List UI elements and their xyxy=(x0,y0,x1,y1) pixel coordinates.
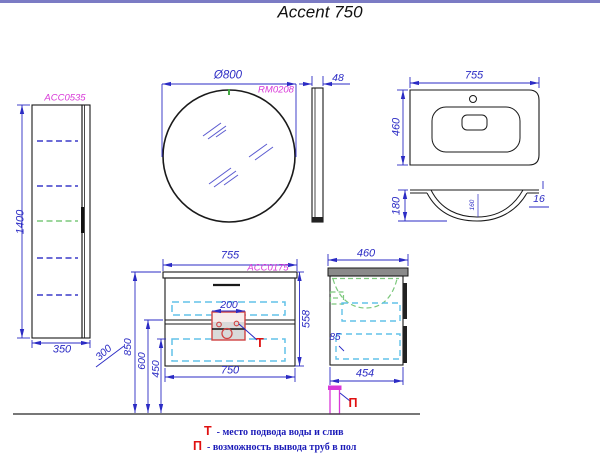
mirror-side-drawing xyxy=(299,76,350,223)
faucet-hole xyxy=(469,95,477,103)
page-title: Accent 750 xyxy=(277,2,363,22)
washbasin-top-dimensions xyxy=(397,77,540,166)
mirror-drawing xyxy=(161,81,297,223)
water-point-marker: Т xyxy=(256,335,264,350)
water-connection-zone xyxy=(211,311,258,341)
tall-cabinet-height-dim: 1400 xyxy=(14,209,27,235)
washbasin-top-drawing xyxy=(397,77,540,166)
tall-cabinet-code: ACC0535 xyxy=(44,92,86,104)
mirror-code: RM0208 xyxy=(258,84,294,96)
tall-cabinet-dimensions xyxy=(17,104,125,368)
washbasin-height-dim: 180 xyxy=(390,196,403,216)
mirror-dimensions xyxy=(161,81,297,157)
floor-pipe-drawing xyxy=(328,385,351,415)
top-border xyxy=(0,0,600,3)
legend-water-text: - место подвода воды и слив xyxy=(216,427,344,438)
shelf-dashed-lines xyxy=(37,140,78,296)
vanity-front-dimensions xyxy=(131,259,304,413)
tall-cabinet-drawing xyxy=(17,104,125,368)
legend-water-symbol: Т xyxy=(204,424,212,438)
legend-water-row: Т - место подвода воды и слив xyxy=(204,425,344,439)
vanity-bottom-width-dim: 750 xyxy=(220,364,240,377)
vanity-height-850-dim: 850 xyxy=(121,338,134,356)
washbasin-edge-dim: 16 xyxy=(533,192,545,205)
mirror-reflection-hatches xyxy=(202,122,274,188)
washbasin-front-drawing xyxy=(398,181,549,222)
legend-pipe-row: П - возможность вывода труб в пол xyxy=(193,440,356,454)
vanity-height-dim: 558 xyxy=(300,309,313,329)
washbasin-depth-dim: 460 xyxy=(390,117,403,137)
mirror-side-dimensions xyxy=(299,76,350,87)
vanity-side-drawing xyxy=(327,254,409,385)
cabinet-handle xyxy=(81,207,84,233)
side-drawer-dashed-boxes xyxy=(335,302,401,360)
vanity-side-dimensions xyxy=(327,254,409,385)
mirror-thickness-dim: 48 xyxy=(332,71,344,84)
vanity-code: ACC0175 xyxy=(247,262,289,274)
vanity-side-depth-dim: 460 xyxy=(356,247,376,260)
vanity-cutout-dim: 200 xyxy=(220,298,238,311)
vanity-side-85-dim: 85 xyxy=(329,332,341,343)
legend-pipe-text: - возможность вывода труб в пол xyxy=(206,442,357,453)
vanity-height-450-dim: 450 xyxy=(149,360,162,378)
tall-cabinet-width-dim: 350 xyxy=(52,343,72,356)
vanity-front-drawing xyxy=(131,259,304,413)
sink-profile-dashed xyxy=(329,277,399,309)
vanity-height-600-dim: 600 xyxy=(135,352,148,370)
vanity-side-bottom-depth-dim: 454 xyxy=(355,367,375,380)
washbasin-width-dim: 755 xyxy=(464,69,484,82)
vanity-top-width-dim: 755 xyxy=(220,249,240,262)
floor-pipe-marker: П xyxy=(348,395,358,410)
washbasin-bowl-depth-dim: 160 xyxy=(468,199,476,211)
legend-pipe-symbol: П xyxy=(193,439,202,453)
washbasin-front-dimensions xyxy=(398,181,549,222)
mirror-diameter-dim: Ø800 xyxy=(213,69,243,82)
